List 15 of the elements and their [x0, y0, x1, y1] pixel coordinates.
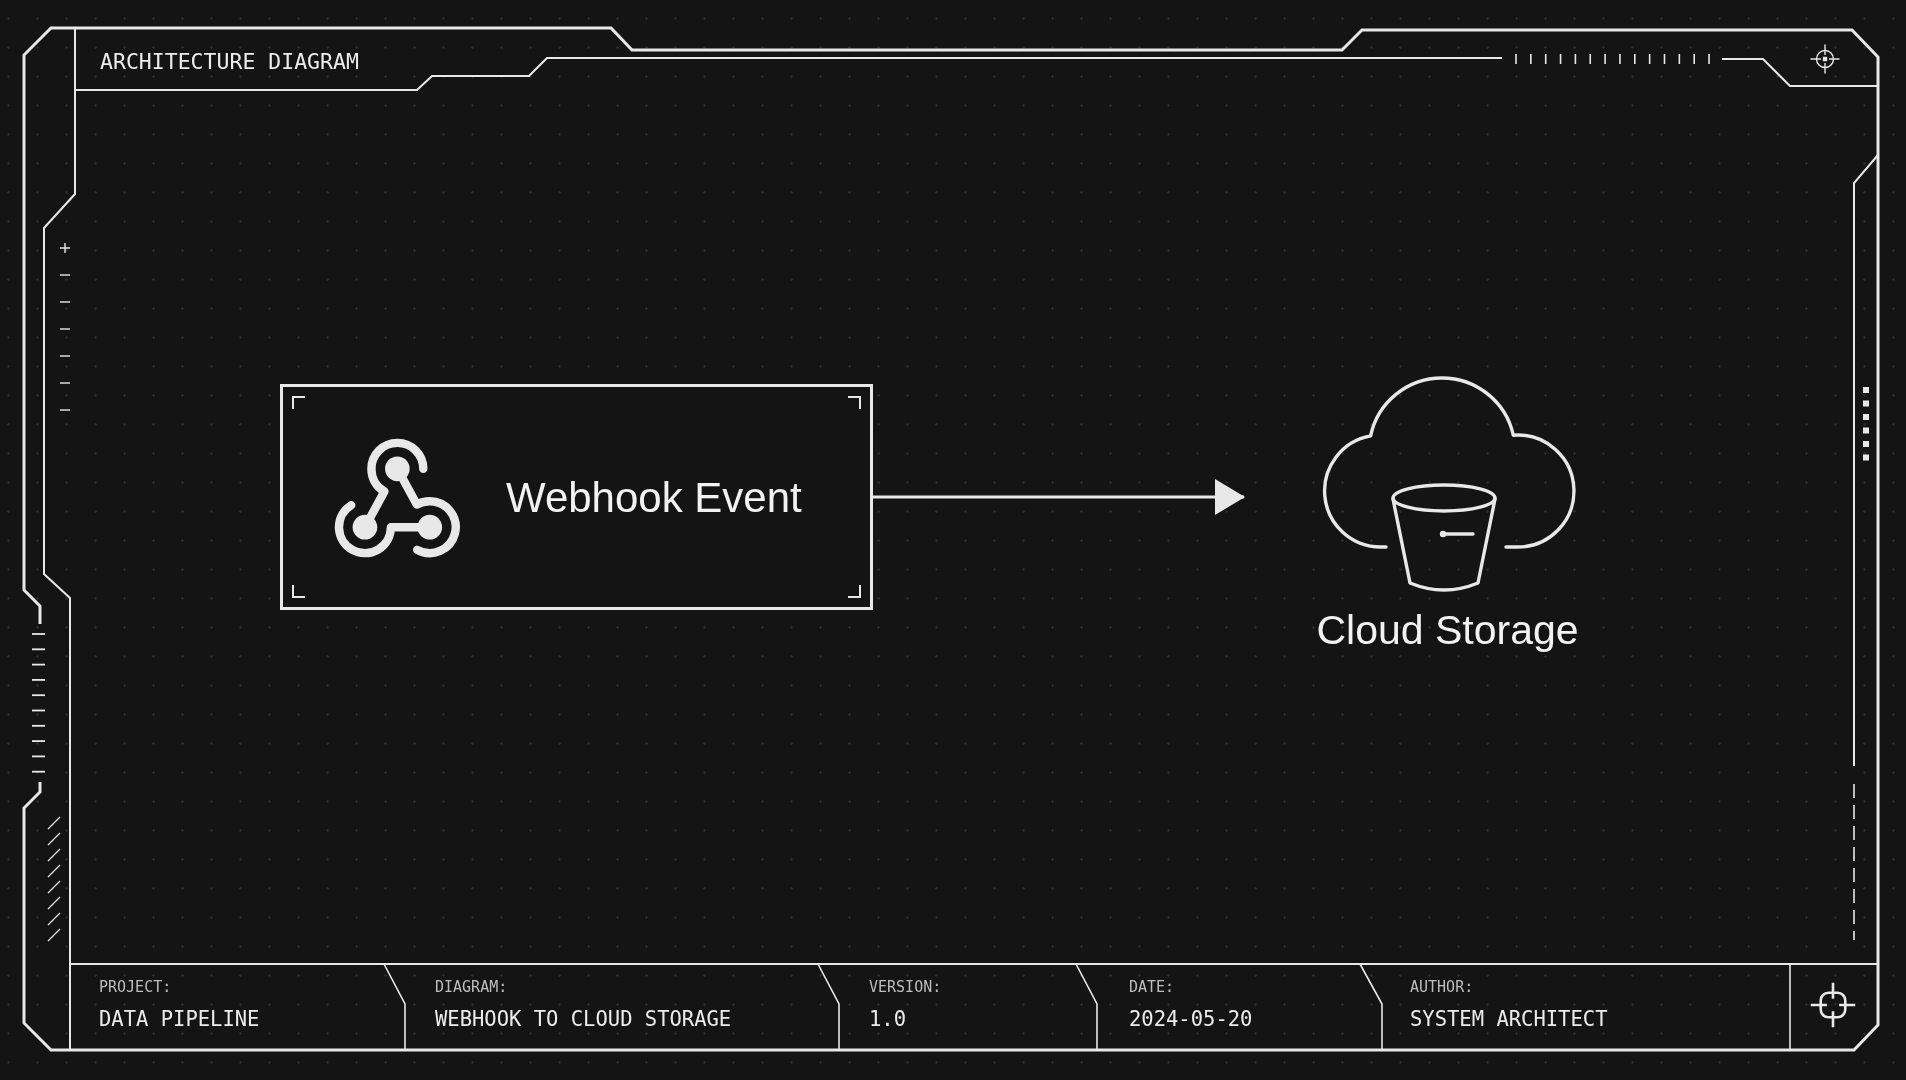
field-value: SYSTEM ARCHITECT	[1410, 1006, 1608, 1032]
node-label: Webhook Event	[506, 472, 802, 523]
process-box	[280, 384, 873, 610]
arrow	[873, 479, 1245, 515]
field-label: DIAGRAM:	[435, 978, 508, 996]
field-label: PROJECT:	[99, 978, 172, 996]
diagram-title: ARCHITECTURE DIAGRAM	[100, 49, 359, 75]
node-label: Cloud Storage	[1316, 606, 1579, 656]
field-label: AUTHOR:	[1410, 978, 1474, 996]
field-label: DATE:	[1129, 978, 1175, 996]
field-value: WEBHOOK TO CLOUD STORAGE	[435, 1006, 732, 1032]
field-label: VERSION:	[869, 978, 942, 996]
field-value: 2024-05-20	[1129, 1006, 1253, 1032]
field-value: DATA PIPELINE	[99, 1006, 260, 1032]
field-value: 1.0	[869, 1006, 907, 1032]
